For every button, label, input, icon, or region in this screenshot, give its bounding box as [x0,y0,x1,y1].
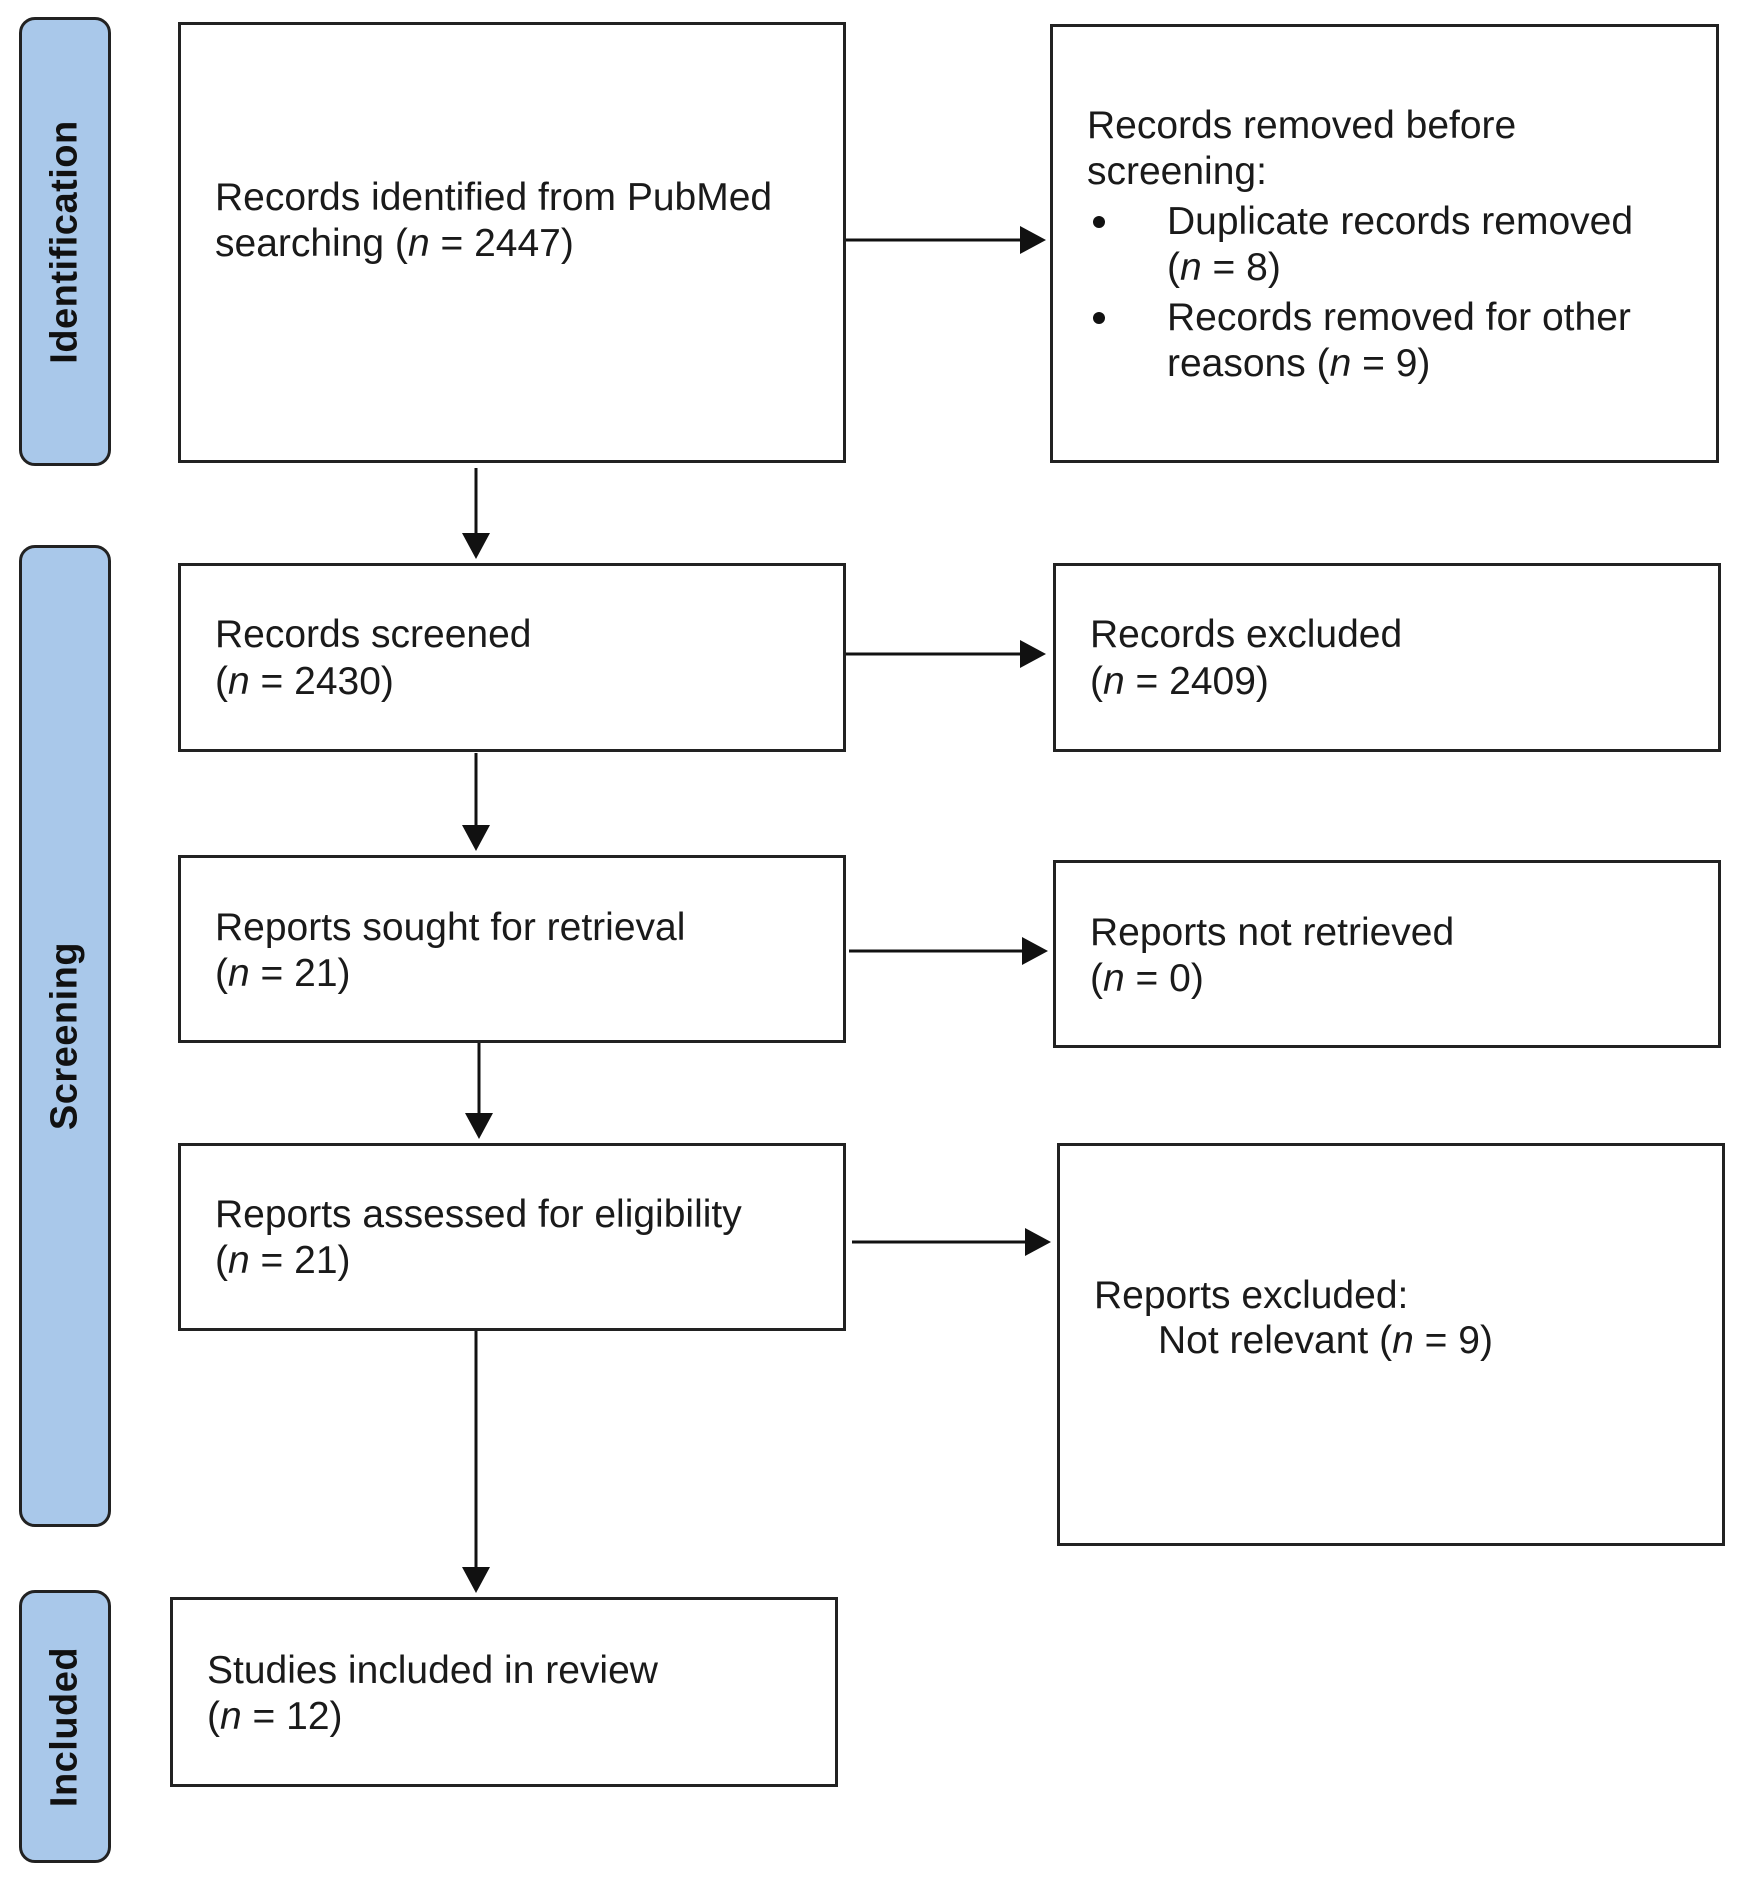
arrowhead-icon [462,533,490,559]
records-identified-line2: searching (n = 2447) [215,222,574,265]
phase-screening: Screening [19,545,111,1527]
records-removed-title-line1: Records removed before [1087,104,1517,147]
records-screened-count: (n = 2430) [215,660,394,703]
reports-excluded-reason: Not relevant (n = 9) [1158,1319,1493,1362]
records-excluded-box: Records excluded (n = 2409) [1053,563,1721,752]
duplicate-records-line1: Duplicate records removed [1167,200,1634,243]
duplicate-records-line2: (n = 8) [1167,246,1281,289]
phase-included: Included [19,1590,111,1863]
records-identified-box: Records identified from PubMed searching… [178,22,846,463]
reports-sought-box: Reports sought for retrieval (n = 21) [178,855,846,1043]
reports-excluded-box: Reports excluded: Not relevant (n = 9) [1057,1143,1725,1546]
reports-sought-count: (n = 21) [215,952,351,995]
records-removed-box: Records removed before screening: Duplic… [1050,24,1719,463]
phase-identification: Identification [19,17,111,466]
arrowhead-icon [1020,226,1046,254]
records-excluded-label: Records excluded [1090,613,1403,656]
reports-not-retrieved-box: Reports not retrieved (n = 0) [1053,860,1721,1048]
other-reasons-line2: reasons (n = 9) [1167,342,1431,385]
records-identified-line1: Records identified from PubMed [215,176,773,219]
reports-not-retrieved-count: (n = 0) [1090,957,1204,1000]
reports-not-retrieved-label: Reports not retrieved [1090,911,1455,954]
arrowhead-icon [462,1567,490,1593]
arrowhead-icon [1020,640,1046,668]
reports-assessed-count: (n = 21) [215,1239,351,1282]
arrowhead-icon [465,1113,493,1139]
bullet-icon [1093,312,1105,324]
arrowhead-icon [462,825,490,851]
arrowhead-icon [1022,937,1048,965]
studies-included-count: (n = 12) [207,1695,343,1738]
bullet-icon [1093,216,1105,228]
studies-included-label: Studies included in review [207,1649,658,1692]
reports-sought-label: Reports sought for retrieval [215,906,686,949]
reports-assessed-box: Reports assessed for eligibility (n = 21… [178,1143,846,1331]
records-removed-title-line2: screening: [1087,150,1267,193]
records-screened-box: Records screened (n = 2430) [178,563,846,752]
reports-assessed-label: Reports assessed for eligibility [215,1193,742,1236]
arrowhead-icon [1025,1228,1051,1256]
records-screened-label: Records screened [215,613,532,656]
reports-excluded-title: Reports excluded: [1094,1274,1409,1317]
records-excluded-count: (n = 2409) [1090,660,1269,703]
studies-included-box: Studies included in review (n = 12) [170,1597,838,1787]
other-reasons-line1: Records removed for other [1167,296,1631,339]
